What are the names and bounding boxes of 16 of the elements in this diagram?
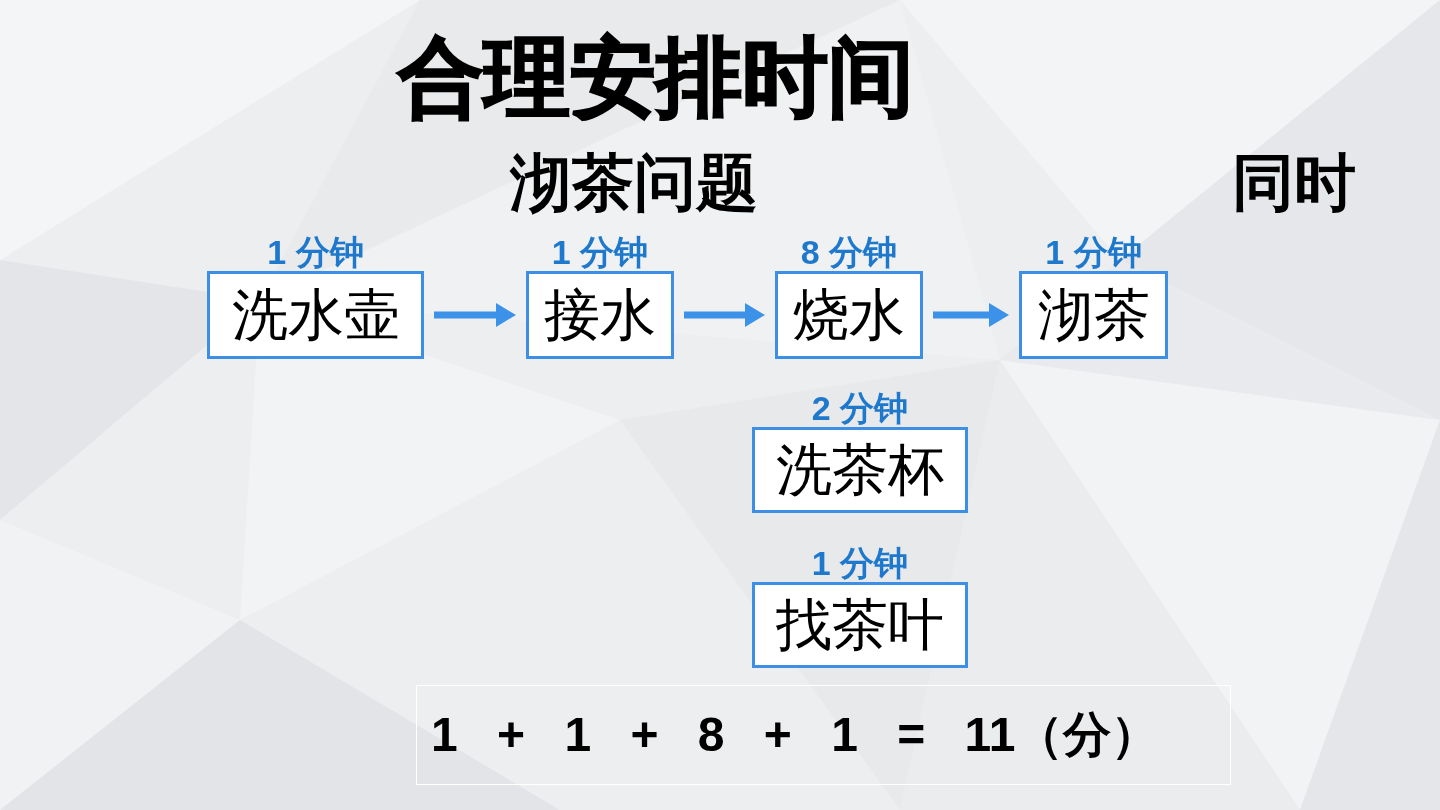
process-box: 接水 — [526, 271, 674, 359]
duration-label: 1 分钟 — [267, 235, 364, 269]
heading: 合理安排时间 — [398, 34, 914, 120]
duration-label: 1 分钟 — [551, 235, 649, 269]
equation-box: 1 + 1 + 8 + 1 = 11（分） — [416, 685, 1231, 785]
duration-label: 1 分钟 — [1045, 235, 1142, 269]
process-box: 洗茶杯 — [752, 427, 968, 513]
process-box: 找茶叶 — [752, 582, 968, 668]
duration-label: 2 分钟 — [811, 391, 909, 425]
process-box: 沏茶 — [1019, 271, 1168, 359]
process-box: 烧水 — [775, 271, 923, 359]
side-label: 同时 — [1232, 152, 1356, 214]
duration-label: 8 分钟 — [800, 235, 898, 269]
subheading: 沏茶问题 — [510, 152, 758, 214]
process-box: 洗水壶 — [207, 271, 424, 359]
duration-label: 1 分钟 — [811, 546, 909, 580]
